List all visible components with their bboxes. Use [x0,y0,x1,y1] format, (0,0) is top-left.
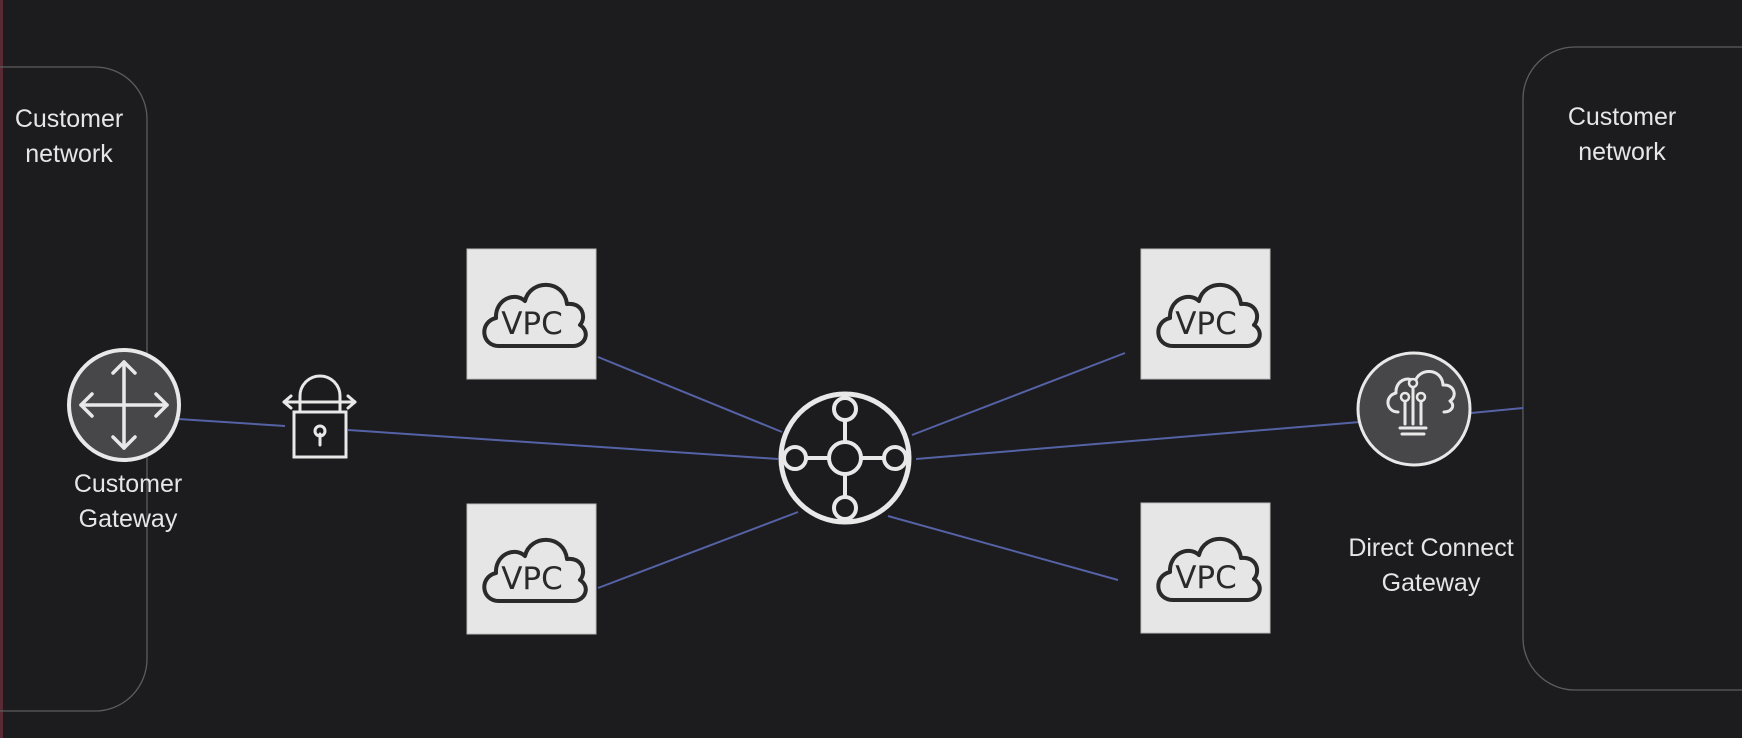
customer-network-right-region [1522,46,1742,691]
vpc-label: VPC [1175,306,1237,342]
link-tgw-vpc-top-right [911,352,1126,436]
cloud-icon [1156,282,1262,348]
vpc-top-left: VPC [466,248,597,380]
router-arrows-icon [67,348,181,462]
link-dcgw-customer-network [1470,407,1524,414]
direct-connect-cloud-icon [1356,351,1472,467]
link-tgw-vpc-top-left [597,356,783,433]
vpc-top-right: VPC [1140,248,1271,380]
vpc-label: VPC [501,306,563,342]
vpc-label: VPC [501,561,563,597]
customer-network-right-title: Customer network [1567,103,1677,166]
vpc-label: VPC [1175,560,1237,596]
link-tgw-vpc-bottom-right [887,515,1119,581]
link-tgw-dcgw [915,421,1361,460]
cloud-icon [482,537,588,603]
transit-gateway-hub-icon [778,391,912,525]
vpc-bottom-right: VPC [1140,502,1271,634]
link-tgw-vpc-bottom-left [597,511,799,589]
cloud-icon [1156,536,1262,602]
vpn-lock-icon [282,374,357,459]
link-cgw-vpn [177,418,286,427]
direct-connect-gateway-label: Direct Connect Gateway [1348,534,1514,597]
vpc-bottom-left: VPC [466,503,597,635]
cloud-icon [482,282,588,348]
customer-gateway-label: Customer Gateway [73,470,183,533]
link-vpn-tgw [347,429,779,460]
customer-network-left-title: Customer network [14,105,124,168]
left-edge-strip [0,0,3,738]
